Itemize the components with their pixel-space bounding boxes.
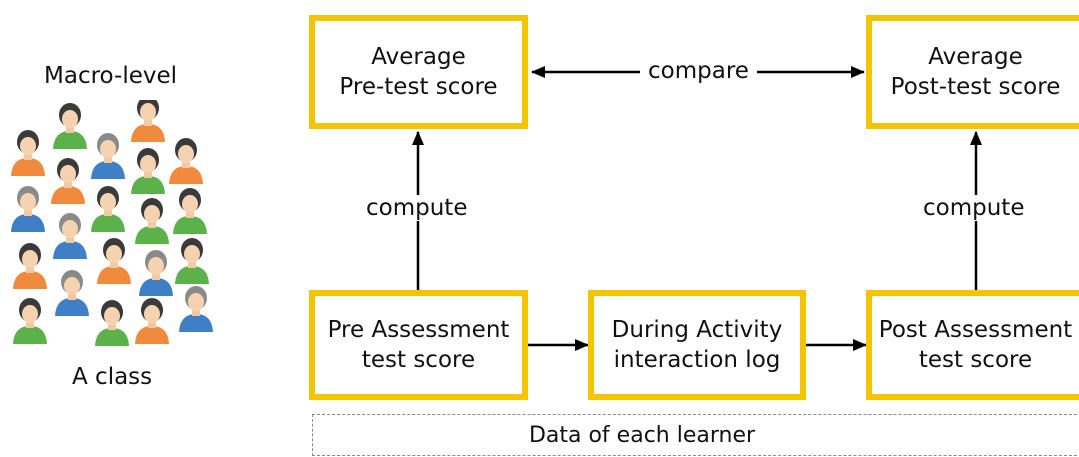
person-icon (55, 270, 89, 316)
compare-label: compare (640, 58, 757, 84)
average-posttest-box: Average Post-test score (866, 15, 1079, 129)
during-activity-box: During Activity interaction log (588, 290, 806, 400)
person-icon (131, 96, 165, 142)
post-assessment-box: Post Assessment test score (866, 290, 1079, 400)
a-class-label: A class (72, 364, 153, 390)
average-posttest-line1: Average (928, 44, 1023, 70)
person-icon (13, 243, 47, 289)
average-pretest-line2: Pre-test score (339, 74, 498, 100)
person-icon (173, 188, 207, 234)
average-pretest-box: Average Pre-test score (309, 15, 528, 129)
post-assessment-line2: test score (918, 347, 1033, 373)
person-icon (95, 300, 129, 346)
macro-level-label: Macro-level (44, 63, 178, 89)
person-icon (97, 238, 131, 284)
person-icon (13, 298, 47, 344)
post-assessment-line1: Post Assessment (878, 317, 1073, 343)
person-icon (139, 250, 173, 296)
person-icon (11, 186, 45, 232)
person-icon (91, 186, 125, 232)
pre-assessment-line1: Pre Assessment (327, 317, 510, 343)
compute-label-right: compute (915, 195, 1033, 221)
person-icon (51, 158, 85, 204)
person-icon (169, 138, 203, 184)
learner-icons (11, 96, 213, 346)
compute-label-left: compute (358, 195, 476, 221)
learner-data-group: Data of each learner (312, 414, 1079, 456)
during-activity-line2: interaction log (613, 347, 781, 373)
pre-assessment-line2: test score (361, 347, 476, 373)
person-icon (175, 238, 209, 284)
pre-assessment-box: Pre Assessment test score (309, 290, 528, 400)
person-icon (179, 286, 213, 332)
average-pretest-line1: Average (371, 44, 466, 70)
person-icon (135, 198, 169, 244)
learner-data-label: Data of each learner (528, 422, 756, 448)
person-icon (91, 133, 125, 179)
person-icon (53, 103, 87, 149)
person-icon (135, 298, 169, 344)
average-posttest-line2: Post-test score (890, 74, 1061, 100)
during-activity-line1: During Activity (611, 317, 783, 343)
person-icon (53, 213, 87, 259)
person-icon (11, 130, 45, 176)
learner-group (0, 96, 230, 360)
person-icon (131, 148, 165, 194)
